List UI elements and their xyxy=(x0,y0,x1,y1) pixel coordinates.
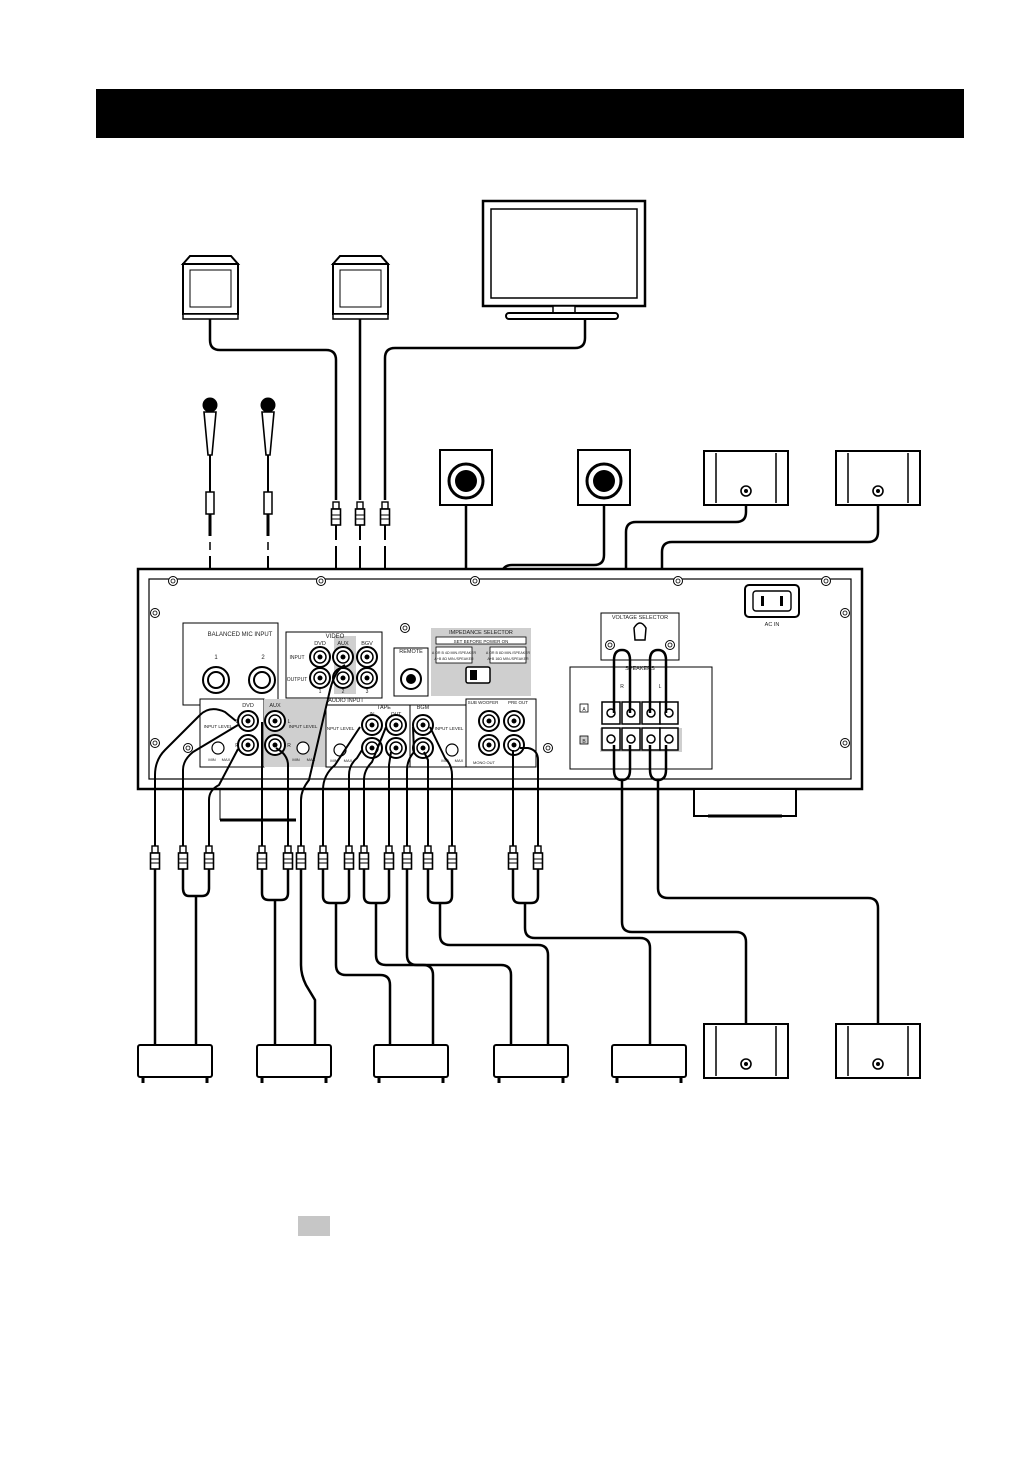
video-output-label: OUTPUT xyxy=(287,677,308,683)
max-label: MAX xyxy=(344,758,353,763)
video-aux-label: AUX xyxy=(337,641,349,647)
balanced-mic-label: BALANCED MIC INPUT xyxy=(208,632,273,638)
dvd-label: DVD xyxy=(242,703,254,709)
min-label: MIN xyxy=(208,757,215,762)
source-device-4 xyxy=(492,1043,570,1085)
video-bgv-label: BGV xyxy=(361,641,373,647)
impedance-left-1: A OR B 4Ω MIN./SPEAKER xyxy=(432,651,477,655)
input-level-label: INPUT LEVEL xyxy=(204,724,233,729)
speaker-b-left xyxy=(835,1023,921,1079)
input-level-label: INPUT LEVEL xyxy=(326,726,355,731)
header-bar xyxy=(96,89,964,138)
gray-legend-swatch xyxy=(298,1216,330,1236)
impedance-sub-label: SET BEFORE POWER ON xyxy=(454,639,509,644)
ac-in-label: AC IN xyxy=(765,622,780,628)
rca-plug xyxy=(354,501,366,526)
ch-r-label: R xyxy=(287,743,291,749)
max-label: MAX xyxy=(222,757,231,762)
min-label: MIN xyxy=(441,758,448,763)
impedance-left-2: A+B 8Ω MIN./SPEAKER xyxy=(434,657,474,661)
microphone-1 xyxy=(202,397,218,536)
speaker-a-right xyxy=(703,450,789,506)
max-label: MAX xyxy=(307,757,316,762)
bgm-label: BGM xyxy=(417,705,430,711)
remote-port: REMOTE xyxy=(393,623,429,697)
tape-label: TAPE xyxy=(377,705,391,711)
audio-input-tape: TAPE IN OUT INPUT LEVEL MIN MAX xyxy=(325,704,411,768)
min-label: MIN xyxy=(330,758,337,763)
flat-tv xyxy=(481,199,647,320)
video-out-2-label: 2 xyxy=(342,689,345,695)
source-device-1 xyxy=(136,1043,214,1085)
top-cables xyxy=(208,319,880,710)
video-dvd-label: DVD xyxy=(314,641,326,647)
remote-label: REMOTE xyxy=(399,649,423,655)
mic-2-label: 2 xyxy=(261,655,265,661)
mono-out-label: MONO OUT xyxy=(473,760,496,765)
video-label: VIDEO xyxy=(326,634,345,640)
subwoofer-1 xyxy=(439,449,493,506)
video-input-label: INPUT xyxy=(290,655,305,661)
input-level-label: INPUT LEVEL xyxy=(435,726,464,731)
bottom-cables xyxy=(154,664,539,832)
subwoofer-2 xyxy=(577,449,631,506)
speaker-terminals: SPEAKERS R L A B xyxy=(569,666,713,770)
speaker-a-left xyxy=(835,450,921,506)
pre-out-label: PRE OUT xyxy=(508,700,528,705)
video-monitor-2 xyxy=(330,255,391,320)
impedance-selector-label: IMPEDANCE SELECTOR xyxy=(449,630,513,636)
audio-input-bgm: BGM INPUT LEVEL MIN MAX xyxy=(409,704,467,768)
subwoofer-label: SUB WOOFER xyxy=(468,700,500,705)
video-monitor-1 xyxy=(180,255,241,320)
max-label: MAX xyxy=(455,758,464,763)
audio-input-dvd: DVD INPUT LEVEL L R MIN MAX xyxy=(199,698,265,768)
impedance-right-1: A OR B 8Ω MIN./SPEAKER xyxy=(486,651,531,655)
speakers-label: SPEAKERS xyxy=(625,666,655,672)
speaker-b-right xyxy=(703,1023,789,1079)
ch-l-label: L xyxy=(288,719,291,725)
microphone-2 xyxy=(260,397,276,536)
source-device-3 xyxy=(372,1043,450,1085)
mic-1-label: 1 xyxy=(214,655,218,661)
video-out-3-label: 3 xyxy=(366,689,369,695)
pre-out-section: SUB WOOFER PRE OUT MONO OUT xyxy=(465,698,537,768)
input-level-label: INPUT LEVEL xyxy=(289,724,318,729)
voltage-selector-label: VOLTAGE SELECTOR xyxy=(612,615,668,621)
rca-plug xyxy=(330,501,342,526)
ac-in-socket: AC IN xyxy=(744,584,800,628)
impedance-selector: IMPEDANCE SELECTOR SET BEFORE POWER ON A… xyxy=(431,628,531,696)
source-cables xyxy=(153,869,652,1044)
spk-l-label: L xyxy=(659,684,662,690)
audio-input-aux: AUX INPUT LEVEL L R MIN MAX xyxy=(264,699,326,767)
audio-input-label: AUDIO INPUT xyxy=(328,698,364,704)
balanced-mic-input: BALANCED MIC INPUT 1 2 xyxy=(182,622,279,706)
video-section: VIDEO DVD AUX BGV INPUT OUTPUT 1 2 3 xyxy=(285,631,383,699)
power-amplifier xyxy=(610,1043,688,1085)
min-label: MIN xyxy=(292,757,299,762)
voltage-selector: VOLTAGE SELECTOR xyxy=(600,612,680,661)
source-device-2 xyxy=(255,1043,333,1085)
impedance-right-2: A+B 16Ω MIN./SPEAKER xyxy=(487,657,529,661)
video-out-1-label: 1 xyxy=(319,689,322,695)
aux-label: AUX xyxy=(269,703,281,709)
spk-r-label: R xyxy=(620,684,624,690)
spk-a-label: A xyxy=(582,707,586,713)
rca-plug-row xyxy=(149,845,544,870)
spk-b-label: B xyxy=(582,739,586,745)
rca-plug xyxy=(379,501,391,526)
